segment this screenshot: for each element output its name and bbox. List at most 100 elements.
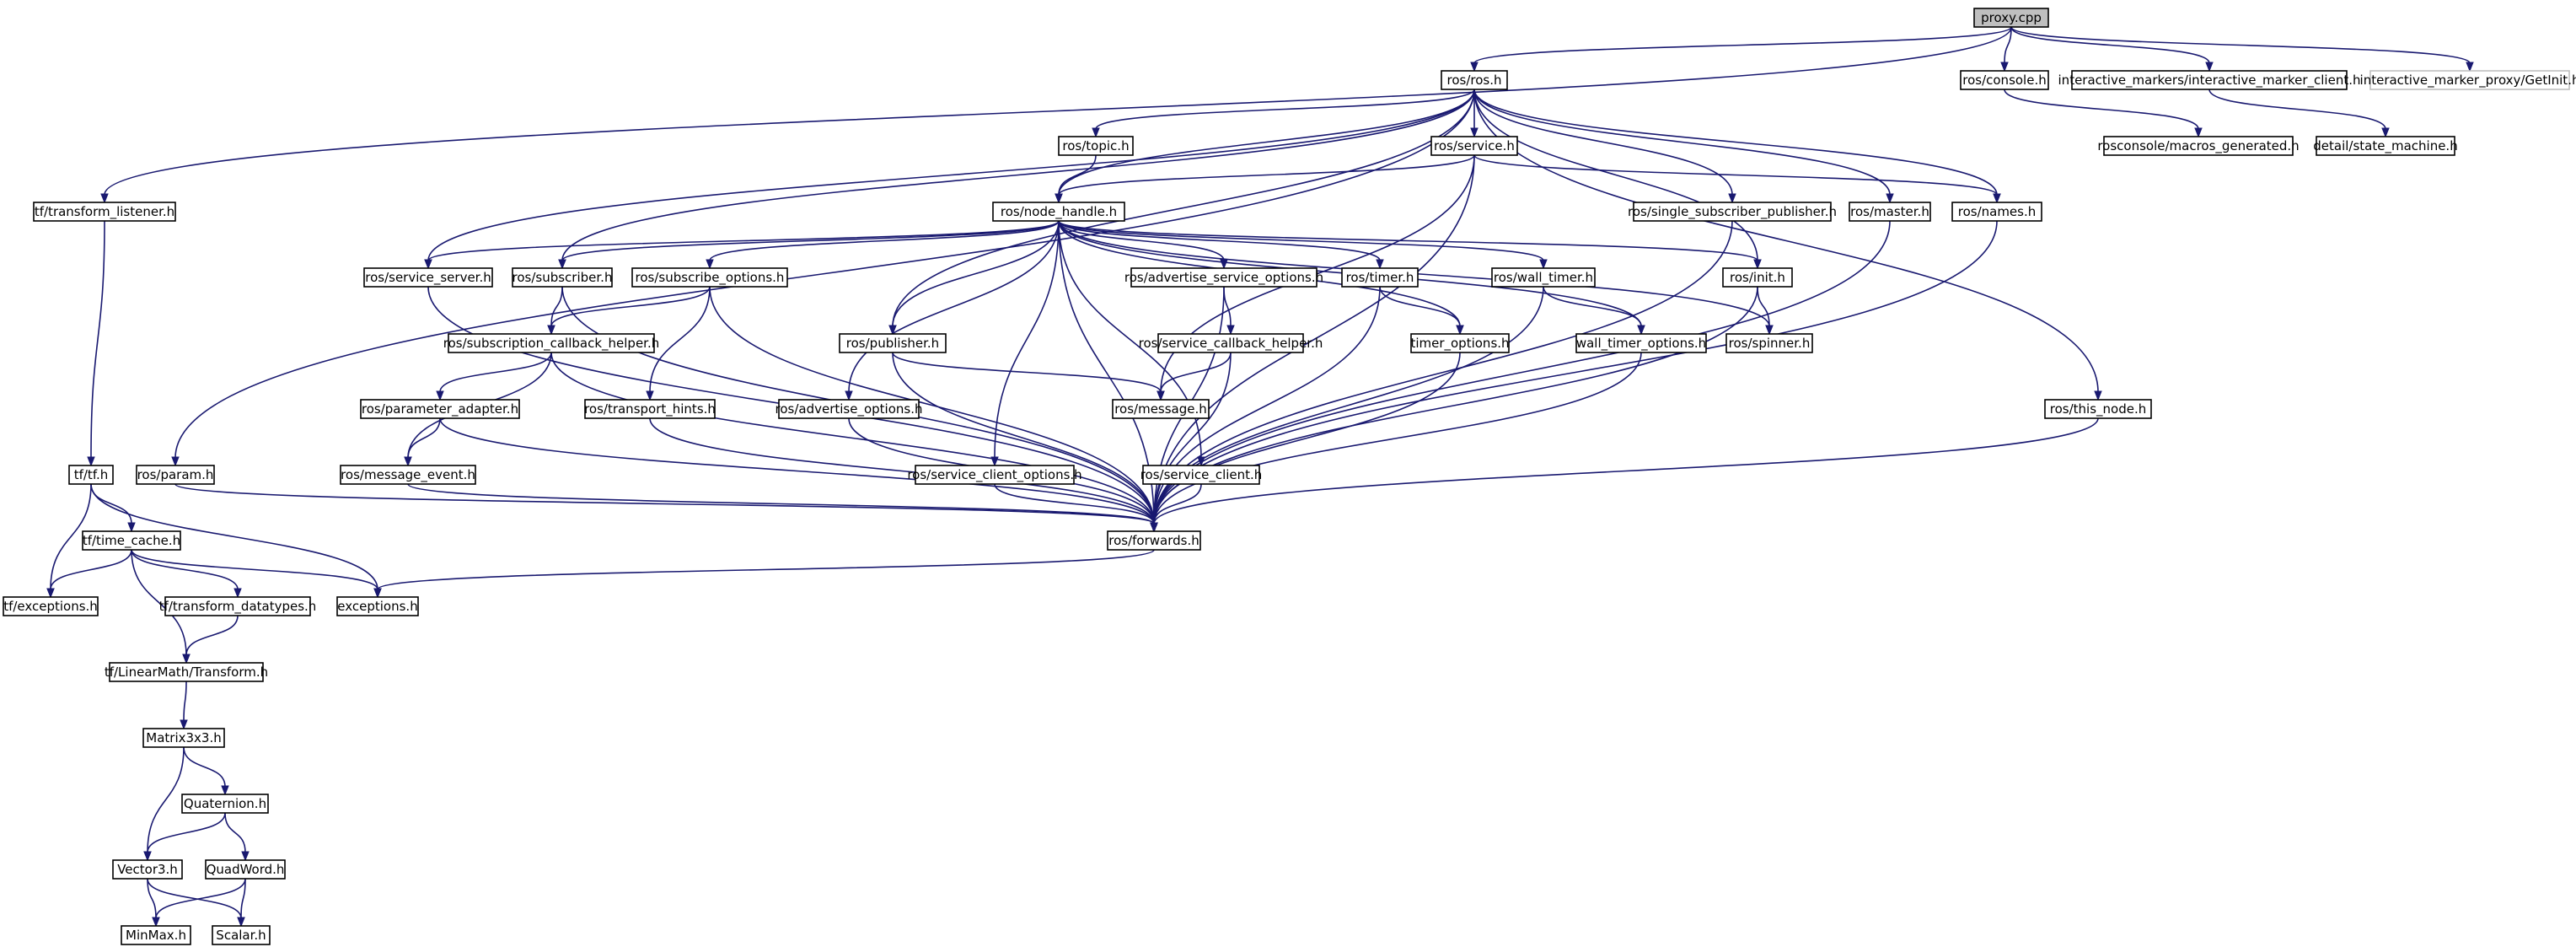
node-box[interactable] (181, 794, 269, 814)
node-box[interactable] (1575, 333, 1707, 353)
node-box[interactable] (1341, 267, 1419, 288)
node-box[interactable] (1058, 136, 1134, 156)
node-ros-message[interactable]: ros/message.h (1112, 399, 1210, 419)
node-box[interactable] (1725, 333, 1813, 353)
node-ros-publisher[interactable]: ros/publisher.h (839, 333, 947, 353)
node-box[interactable] (915, 465, 1075, 485)
node-ros-service[interactable]: ros/service.h (1430, 136, 1518, 156)
node-ros-master[interactable]: ros/master.h (1849, 202, 1931, 222)
node-box[interactable] (205, 859, 286, 880)
node-box[interactable] (1491, 267, 1596, 288)
node-box[interactable] (136, 465, 215, 485)
node-scalar[interactable]: Scalar.h (212, 925, 271, 945)
node-box[interactable] (778, 399, 920, 419)
node-im-client[interactable]: interactive_markers/interactive_marker_c… (2058, 70, 2361, 90)
node-box[interactable] (2044, 399, 2152, 419)
node-adv-service-options[interactable]: ros/advertise_service_options.h (1124, 267, 1323, 288)
node-service-server[interactable]: ros/service_server.h (363, 267, 493, 288)
node-service-client[interactable]: ros/service_client.h (1140, 465, 1263, 485)
node-box[interactable] (121, 925, 191, 945)
node-tf-tf[interactable]: tf/tf.h (68, 465, 114, 485)
node-matrix3x3[interactable]: Matrix3x3.h (142, 728, 225, 748)
node-box[interactable] (1112, 399, 1210, 419)
node-box[interactable] (448, 333, 655, 353)
node-proxy[interactable]: proxy.cpp (1973, 8, 2049, 28)
node-ros-spinner[interactable]: ros/spinner.h (1725, 333, 1813, 353)
node-box[interactable] (839, 333, 947, 353)
node-box[interactable] (142, 728, 225, 748)
node-box[interactable] (33, 202, 176, 222)
node-quaternion[interactable]: Quaternion.h (181, 794, 269, 814)
node-box[interactable] (1107, 530, 1201, 551)
node-minmax[interactable]: MinMax.h (121, 925, 191, 945)
node-quadword[interactable]: QuadWord.h (205, 859, 286, 880)
node-box[interactable] (512, 267, 613, 288)
node-box[interactable] (109, 662, 264, 682)
node-srv-client-options[interactable]: ros/service_client_options.h (907, 465, 1082, 485)
node-box[interactable] (1430, 136, 1518, 156)
node-box[interactable] (212, 925, 271, 945)
node-box[interactable] (3, 596, 99, 616)
node-state-machine[interactable]: detail/state_machine.h (2313, 136, 2458, 156)
node-ros-param[interactable]: ros/param.h (136, 465, 215, 485)
node-box[interactable] (631, 267, 788, 288)
node-subscribe-options[interactable]: ros/subscribe_options.h (631, 267, 788, 288)
node-box[interactable] (2369, 70, 2570, 90)
node-srv-cb-helper[interactable]: ros/service_callback_helper.h (1139, 333, 1323, 353)
node-wall-timer-options[interactable]: wall_timer_options.h (1575, 333, 1707, 353)
node-single-sub-pub[interactable]: ros/single_subscriber_publisher.h (1628, 202, 1837, 222)
node-box[interactable] (1130, 267, 1318, 288)
node-box[interactable] (1142, 465, 1260, 485)
node-box[interactable] (2071, 70, 2348, 90)
node-box[interactable] (1849, 202, 1931, 222)
node-box[interactable] (1157, 333, 1304, 353)
node-label: ros/subscriber.h (513, 270, 613, 285)
node-exceptions[interactable]: exceptions.h (336, 596, 419, 616)
node-box[interactable] (992, 202, 1125, 222)
node-wall-timer[interactable]: ros/wall_timer.h (1491, 267, 1596, 288)
node-transform[interactable]: tf/LinearMath/Transform.h (105, 662, 268, 682)
node-sub-cb-helper[interactable]: ros/subscription_callback_helper.h (443, 333, 660, 353)
node-box[interactable] (336, 596, 419, 616)
node-macros-gen[interactable]: rosconsole/macros_generated.h (2097, 136, 2300, 156)
node-box[interactable] (1410, 333, 1510, 353)
node-box[interactable] (2103, 136, 2294, 156)
node-box[interactable] (340, 465, 476, 485)
node-box[interactable] (1960, 70, 2049, 90)
node-ros-node-handle[interactable]: ros/node_handle.h (992, 202, 1125, 222)
node-label: MinMax.h (126, 928, 186, 943)
node-time-cache[interactable]: tf/time_cache.h (82, 530, 181, 551)
node-transform-datatypes[interactable]: tf/transform_datatypes.h (159, 596, 317, 616)
node-ros-subscriber[interactable]: ros/subscriber.h (512, 267, 613, 288)
node-tf-listener[interactable]: tf/transform_listener.h (33, 202, 176, 222)
node-box[interactable] (1973, 8, 2049, 28)
node-getinit[interactable]: interactive_marker_proxy/GetInit.h (2360, 70, 2576, 90)
node-transport-hints[interactable]: ros/transport_hints.h (584, 399, 716, 419)
node-box[interactable] (112, 859, 183, 880)
node-box[interactable] (68, 465, 114, 485)
node-ros-init[interactable]: ros/init.h (1722, 267, 1793, 288)
node-vector3[interactable]: Vector3.h (112, 859, 183, 880)
node-box[interactable] (1951, 202, 2042, 222)
node-box[interactable] (2316, 136, 2455, 156)
node-message-event[interactable]: ros/message_event.h (340, 465, 476, 485)
node-box[interactable] (363, 267, 493, 288)
node-this-node[interactable]: ros/this_node.h (2044, 399, 2152, 419)
node-param-adapter[interactable]: ros/parameter_adapter.h (360, 399, 520, 419)
node-ros-console[interactable]: ros/console.h (1960, 70, 2049, 90)
node-advertise-options[interactable]: ros/advertise_options.h (775, 399, 923, 419)
node-ros-timer[interactable]: ros/timer.h (1341, 267, 1419, 288)
node-box[interactable] (1441, 70, 1508, 90)
node-box[interactable] (360, 399, 520, 419)
node-tf-exceptions[interactable]: tf/exceptions.h (3, 596, 99, 616)
node-box[interactable] (82, 530, 181, 551)
node-box[interactable] (164, 596, 311, 616)
node-timer-options[interactable]: timer_options.h (1410, 333, 1510, 353)
node-box[interactable] (584, 399, 716, 419)
node-forwards[interactable]: ros/forwards.h (1107, 530, 1201, 551)
node-box[interactable] (1722, 267, 1793, 288)
node-ros-names[interactable]: ros/names.h (1951, 202, 2042, 222)
node-box[interactable] (1633, 202, 1832, 222)
node-ros-topic[interactable]: ros/topic.h (1058, 136, 1134, 156)
node-ros-ros[interactable]: ros/ros.h (1441, 70, 1508, 90)
